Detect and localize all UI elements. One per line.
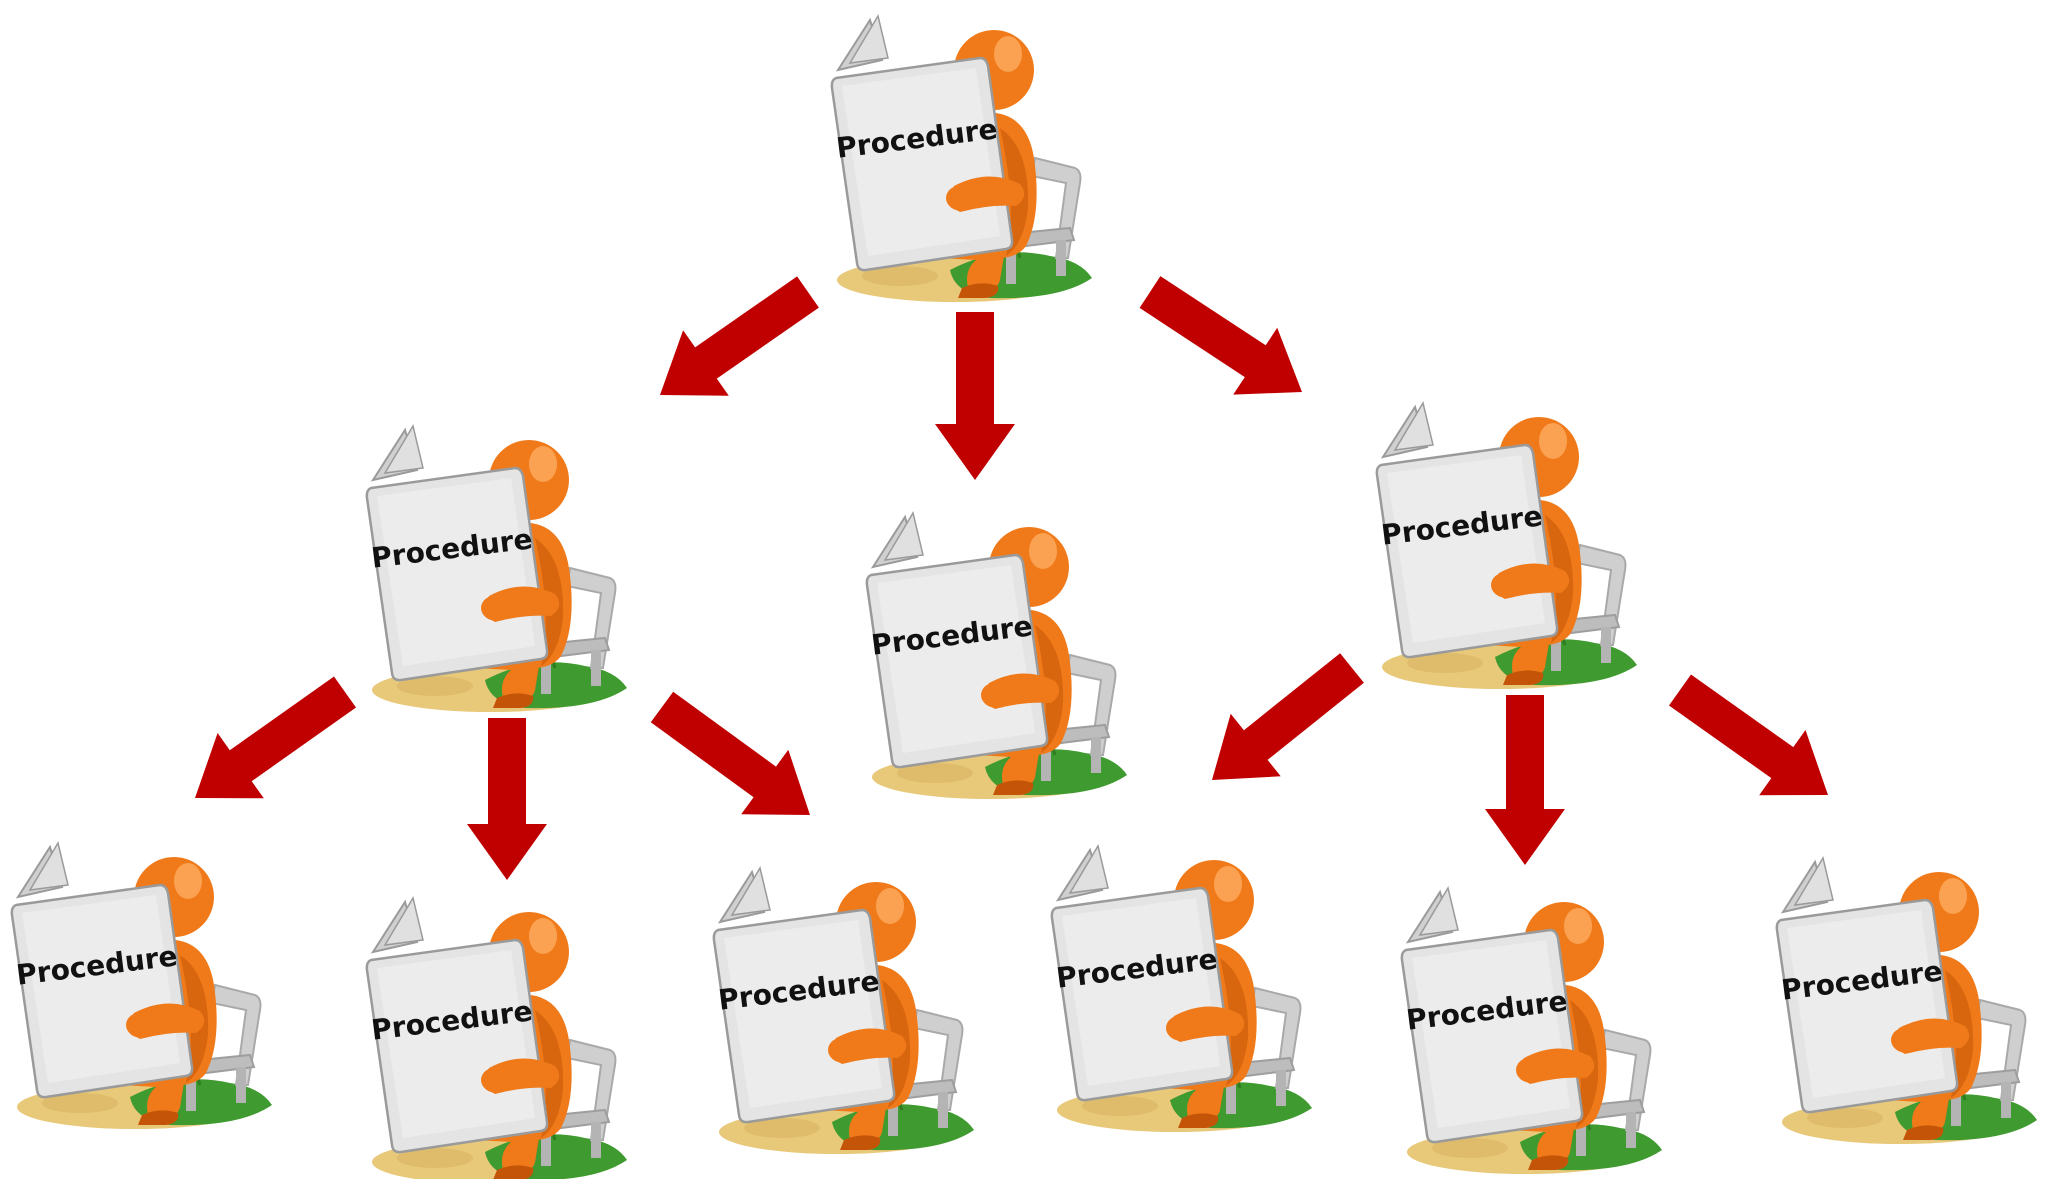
reader-bottom-2: Procedure (365, 896, 629, 1179)
arrow-left-to-bottom-2 (467, 718, 547, 880)
arrow-left-to-bottom-3 (650, 691, 810, 815)
reader-bottom-3: Procedure (712, 866, 976, 1156)
reader-bottom-1: Procedure (10, 841, 274, 1131)
arrow-right-to-bottom-4 (1212, 653, 1364, 780)
reader-left: Procedure (365, 424, 629, 714)
reader-bottom-5: Procedure (1400, 886, 1664, 1176)
arrow-left-to-bottom-1 (195, 676, 356, 799)
arrow-root-to-right (1139, 276, 1302, 395)
arrow-right-to-bottom-6 (1669, 674, 1828, 796)
reader-layer: ProcedureProcedureProcedureProcedureProc… (10, 14, 2039, 1179)
reader-bottom-4: Procedure (1050, 844, 1314, 1134)
reader-right: Procedure (1375, 401, 1639, 691)
arrow-layer (195, 276, 1828, 880)
reader-root: Procedure (830, 14, 1094, 304)
reader-bottom-6: Procedure (1775, 856, 2039, 1146)
arrow-root-to-left (660, 276, 819, 396)
arrow-right-to-bottom-5 (1485, 695, 1565, 865)
reader-center: Procedure (865, 511, 1129, 801)
arrow-root-to-center (935, 312, 1015, 480)
